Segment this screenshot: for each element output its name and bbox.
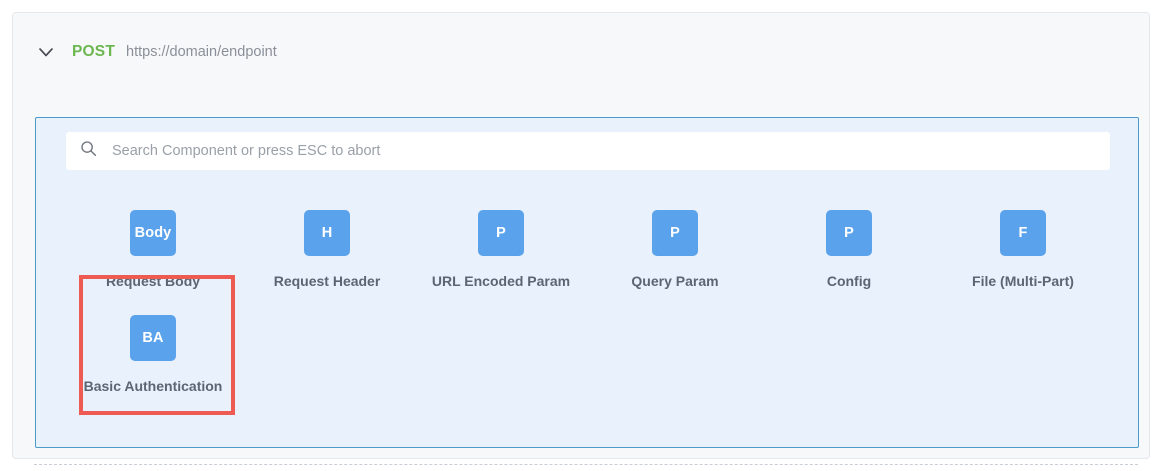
component-badge-icon: P: [652, 210, 698, 256]
search-bar[interactable]: [66, 132, 1110, 170]
component-label: Request Header: [273, 273, 381, 289]
component-badge-icon: BA: [130, 315, 176, 361]
section-divider: [34, 464, 1138, 465]
component-item[interactable]: P URL Encoded Param: [414, 188, 588, 293]
request-url: https://domain/endpoint: [126, 44, 277, 60]
component-label: Request Body: [105, 273, 201, 289]
component-label: Query Param: [631, 273, 719, 289]
component-badge-icon: Body: [130, 210, 176, 256]
component-label: Config: [826, 273, 872, 289]
component-item[interactable]: P Config: [762, 188, 936, 293]
request-header: POST https://domain/endpoint: [13, 13, 1149, 106]
component-label: URL Encoded Param: [431, 273, 571, 289]
component-item[interactable]: P Query Param: [588, 188, 762, 293]
component-badge-icon: P: [826, 210, 872, 256]
component-item[interactable]: BA Basic Authentication: [66, 275, 240, 415]
component-item[interactable]: H Request Header: [240, 188, 414, 293]
component-label: File (Multi-Part): [972, 273, 1074, 289]
component-label: Basic Authentication: [83, 378, 223, 394]
component-badge-icon: P: [478, 210, 524, 256]
component-item[interactable]: F File (Multi-Part): [936, 188, 1110, 293]
chevron-down-icon[interactable]: [33, 39, 59, 65]
component-badge-icon: F: [1000, 210, 1046, 256]
request-card: POST https://domain/endpoint BodyRequest…: [12, 12, 1150, 459]
request-method: POST: [72, 43, 116, 60]
search-input[interactable]: [112, 132, 1110, 170]
component-badge-icon: H: [304, 210, 350, 256]
search-icon: [80, 140, 97, 162]
